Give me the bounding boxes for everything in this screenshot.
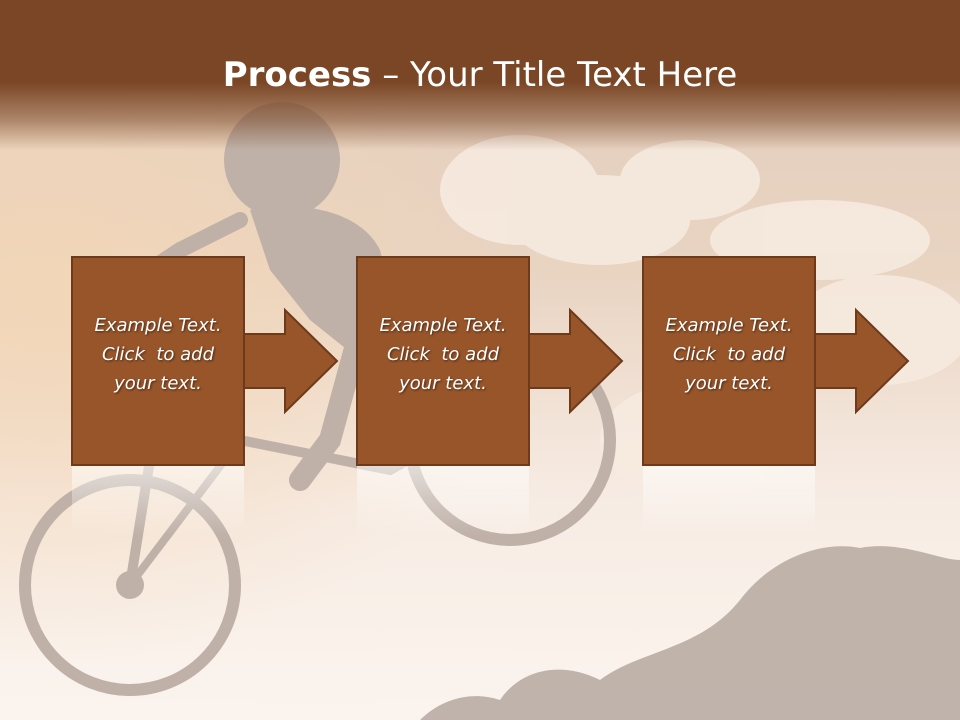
step-3-text[interactable]: Example Text. Click to add your text.: [643, 311, 815, 398]
step-text-line: Example Text.: [665, 315, 793, 336]
step-2-reflection: [357, 466, 529, 536]
process-step-2[interactable]: [356, 256, 624, 536]
step-text-line: Example Text.: [94, 315, 222, 336]
step-2-text[interactable]: Example Text. Click to add your text.: [357, 311, 529, 398]
step-2-arrow: [528, 307, 624, 415]
step-text-line: Example Text.: [379, 315, 507, 336]
step-text-line: Click to add: [101, 344, 214, 365]
step-1-arrow: [243, 307, 339, 415]
title-rest-text: – Your Title Text Here: [371, 55, 738, 95]
step-1-reflection: [72, 466, 244, 536]
step-3-reflection: [643, 466, 815, 536]
title-bold-text: Process: [222, 55, 372, 95]
step-3-box: [642, 256, 816, 466]
step-1-box: [71, 256, 245, 466]
step-text-line: Click to add: [386, 344, 499, 365]
step-1-text[interactable]: Example Text. Click to add your text.: [72, 311, 244, 398]
process-step-3[interactable]: [642, 256, 910, 536]
title-bar: [0, 0, 960, 150]
step-text-line: your text.: [685, 373, 773, 394]
step-3-arrow: [814, 307, 910, 415]
step-text-line: your text.: [399, 373, 487, 394]
step-text-line: your text.: [114, 373, 202, 394]
process-step-1[interactable]: [71, 256, 339, 536]
tree-silhouette: [420, 546, 960, 720]
step-2-box: [356, 256, 530, 466]
step-text-line: Click to add: [672, 344, 785, 365]
slide-title[interactable]: Process – Your Title Text Here: [0, 52, 960, 98]
